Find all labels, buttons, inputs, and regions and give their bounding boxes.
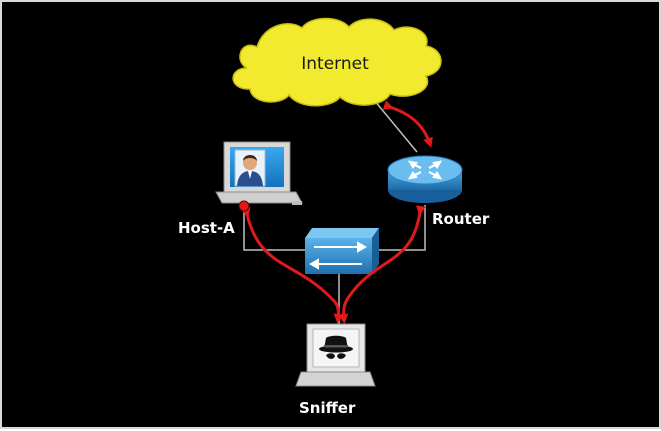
router-label: Router xyxy=(432,210,490,228)
arrow-router-to-sniffer xyxy=(338,205,426,324)
internet-label: Internet xyxy=(301,54,369,74)
sniffer-label: Sniffer xyxy=(299,399,356,417)
host-a-port-dot xyxy=(238,200,250,212)
workstation-user-icon xyxy=(215,141,303,205)
links xyxy=(243,99,426,324)
arrow-host-to-sniffer xyxy=(240,207,344,324)
workstation-spy-icon xyxy=(295,323,376,387)
router-icon xyxy=(387,155,463,203)
traffic-arrows xyxy=(240,100,433,324)
host-a-label: Host-A xyxy=(178,219,235,237)
arrow-router-internet xyxy=(382,100,433,148)
switch-icon xyxy=(305,228,379,274)
link-host-switch xyxy=(243,207,305,251)
internet-cloud-icon: Internet xyxy=(232,17,442,107)
